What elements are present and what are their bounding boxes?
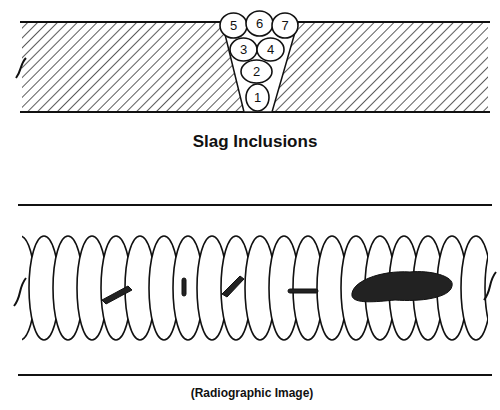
figure-caption: Slag Inclusions: [193, 132, 318, 152]
break-mark: [484, 272, 496, 300]
film-edge: [18, 204, 492, 206]
break-mark: [16, 58, 26, 78]
weld-bead: 3: [229, 37, 258, 62]
bead-number: 4: [267, 43, 274, 56]
weld-bead: 1: [245, 83, 270, 112]
bead-number: 1: [254, 91, 261, 104]
weld-bead: 7: [271, 12, 299, 39]
bead-number: 7: [281, 19, 288, 32]
weld-ripples: [22, 236, 488, 340]
weld-bead: 5: [219, 12, 248, 39]
bead-number: 3: [240, 43, 247, 56]
break-mark: [14, 278, 26, 306]
weld-bead: 2: [240, 59, 273, 84]
weld-bead: 6: [245, 10, 274, 37]
bead-number: 5: [230, 19, 237, 32]
image-caption: (Radiographic Image): [191, 386, 314, 400]
slag-marks: [102, 272, 452, 304]
weld-bead: 4: [256, 37, 285, 62]
bead-number: 2: [253, 65, 260, 78]
bead-number: 6: [256, 17, 263, 30]
film-edge: [18, 374, 492, 376]
